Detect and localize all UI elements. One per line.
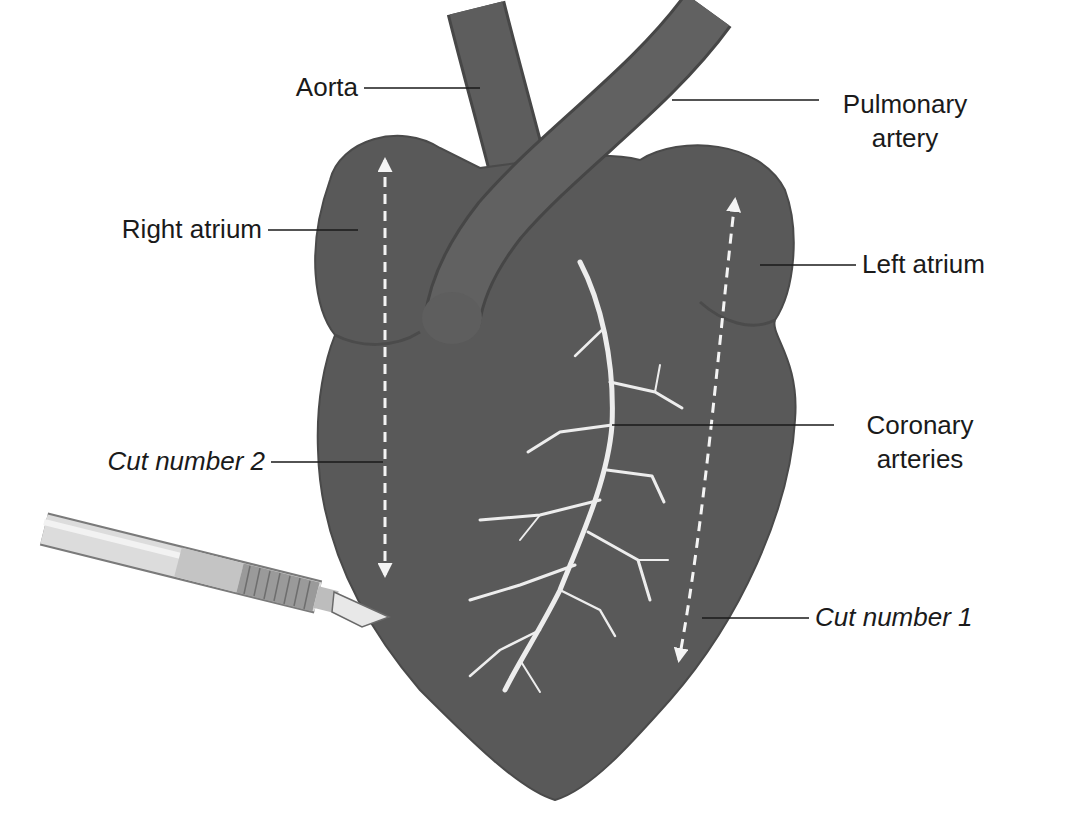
part-label: Coronary arteries: [840, 409, 1000, 477]
leader-line: [271, 461, 383, 463]
heart-body: [315, 136, 795, 800]
part-label: Pulmonary artery: [825, 88, 985, 156]
cut-line: [679, 200, 735, 660]
part-label: Left atrium: [862, 248, 985, 282]
pulmonary-trunk: [422, 292, 482, 344]
atrium-groove: [335, 332, 420, 344]
leader-line: [364, 87, 480, 89]
pulmonary-vessel: [452, 10, 708, 322]
leader-line: [672, 99, 819, 101]
leader-line: [268, 229, 358, 231]
leader-line: [702, 617, 809, 619]
leader-lines: [268, 88, 856, 618]
leader-line: [612, 424, 834, 426]
coronary-vessels: [470, 262, 682, 692]
scalpel: [44, 522, 389, 627]
part-label: Right atrium: [122, 213, 262, 247]
cut-label: Cut number 1: [815, 601, 973, 635]
part-label: Aorta: [296, 71, 358, 105]
cut-label: Cut number 2: [107, 445, 265, 479]
atrium-groove: [700, 302, 775, 325]
pulmonary-outline: [452, 10, 708, 322]
cut-line: [384, 160, 387, 575]
leader-line: [760, 264, 856, 266]
